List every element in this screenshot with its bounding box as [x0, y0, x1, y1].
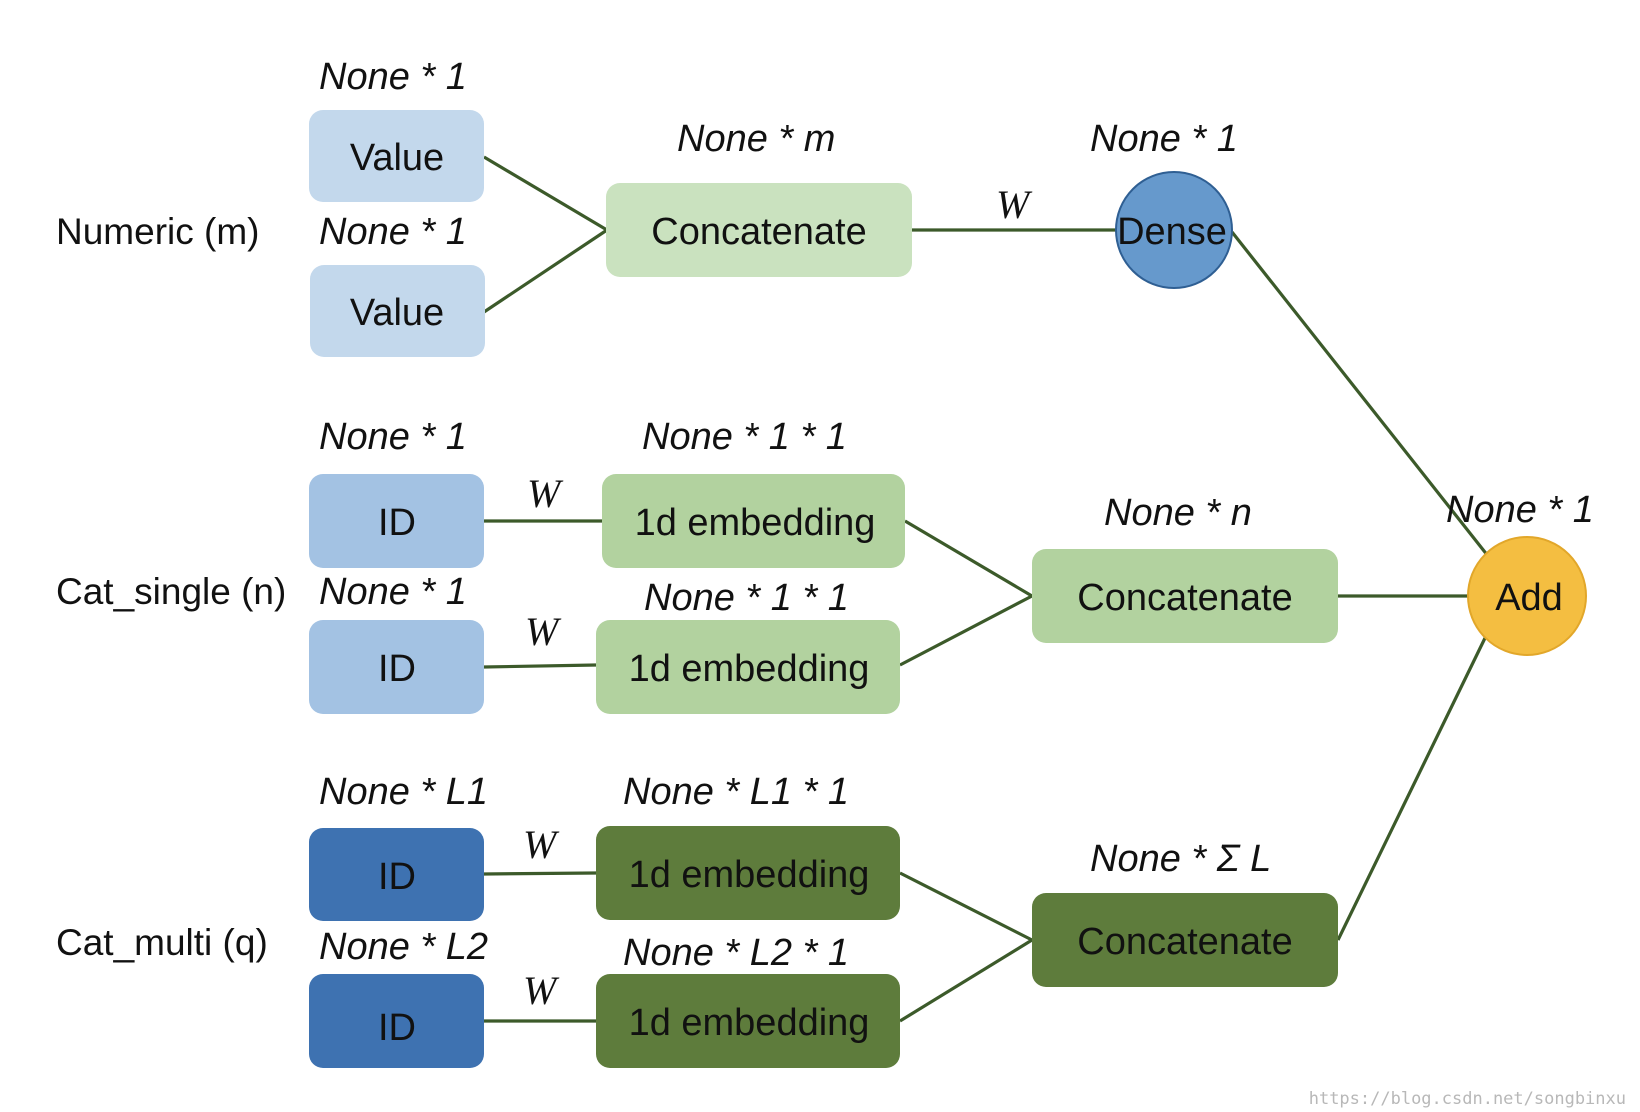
weight-label-cm-1: W: [523, 822, 560, 867]
node-cs-id-2: ID: [309, 620, 484, 714]
edge-csemb1-concat: [904, 519, 1033, 598]
node-cs-embedding-1: 1d embedding: [602, 474, 905, 568]
node-label: ID: [378, 648, 416, 690]
shape-cs-embedding-1: None * 1 * 1: [642, 416, 847, 458]
node-cm-id-1: ID: [309, 828, 484, 921]
node-label: ID: [378, 1007, 416, 1049]
node-label: 1d embedding: [629, 854, 870, 896]
edge-csemb2-concat: [899, 594, 1033, 667]
node-label: Dense: [1117, 211, 1227, 253]
edge-cmemb2-concat: [899, 938, 1033, 1023]
edge-cmconcat-add: [1336, 635, 1488, 941]
node-label: Concatenate: [651, 211, 867, 253]
node-label: Add: [1495, 577, 1563, 619]
edge-cmemb1-concat: [899, 871, 1033, 942]
shape-cs-embedding-2: None * 1 * 1: [644, 577, 849, 619]
edge-dense-add: [1230, 231, 1490, 557]
shape-num-concatenate: None * m: [677, 118, 835, 160]
node-cs-id-1: ID: [309, 474, 484, 568]
shape-add: None * 1: [1446, 489, 1594, 531]
weight-label-cs-1: W: [527, 471, 564, 516]
weight-label-cm-2: W: [523, 968, 560, 1013]
weight-label-cs-2: W: [525, 609, 562, 654]
shape-dense: None * 1: [1090, 118, 1238, 160]
node-label: Value: [350, 292, 444, 334]
node-label: 1d embedding: [629, 648, 870, 690]
group-label-cat-single: Cat_single (n): [56, 571, 286, 612]
group-label-cat-multi: Cat_multi (q): [56, 922, 268, 963]
watermark: https://blog.csdn.net/songbinxu: [1309, 1089, 1626, 1109]
shape-num-value-2: None * 1: [319, 211, 467, 253]
node-dense: Dense: [1115, 171, 1233, 289]
group-label-numeric: Numeric (m): [56, 211, 259, 252]
node-label: Value: [350, 137, 444, 179]
edge-cmid1-emb1: [483, 871, 597, 876]
node-label: Concatenate: [1077, 921, 1293, 963]
shape-cm-id-2: None * L2: [319, 926, 488, 968]
node-label: 1d embedding: [629, 1002, 870, 1044]
node-cm-embedding-2: 1d embedding: [596, 974, 900, 1068]
node-add: Add: [1467, 536, 1587, 656]
node-cs-concatenate: Concatenate: [1032, 549, 1338, 643]
node-num-value-1: Value: [309, 110, 484, 202]
shape-cm-concatenate: None * Σ L: [1090, 838, 1271, 880]
shape-cs-id-2: None * 1: [319, 571, 467, 613]
shape-cm-embedding-2: None * L2 * 1: [623, 932, 849, 974]
edge-value2-concat: [483, 228, 608, 314]
edge-csid2-emb2: [483, 663, 597, 669]
node-label: 1d embedding: [635, 502, 876, 544]
node-cm-embedding-1: 1d embedding: [596, 826, 900, 920]
node-cs-embedding-2: 1d embedding: [596, 620, 900, 714]
weight-label-dense: W: [996, 182, 1033, 227]
node-cm-id-2: ID: [309, 974, 484, 1068]
edge-value1-concat: [483, 155, 608, 232]
node-num-value-2: Value: [310, 265, 485, 357]
shape-cs-id-1: None * 1: [319, 416, 467, 458]
node-num-concatenate: Concatenate: [606, 183, 912, 277]
shape-num-value-1: None * 1: [319, 56, 467, 98]
node-label: ID: [378, 856, 416, 898]
node-label: Concatenate: [1077, 577, 1293, 619]
node-cm-concatenate: Concatenate: [1032, 893, 1338, 987]
shape-cs-concatenate: None * n: [1104, 492, 1252, 534]
node-label: ID: [378, 502, 416, 544]
shape-cm-id-1: None * L1: [319, 771, 488, 813]
edges: [483, 155, 1490, 1023]
shape-cm-embedding-1: None * L1 * 1: [623, 771, 849, 813]
